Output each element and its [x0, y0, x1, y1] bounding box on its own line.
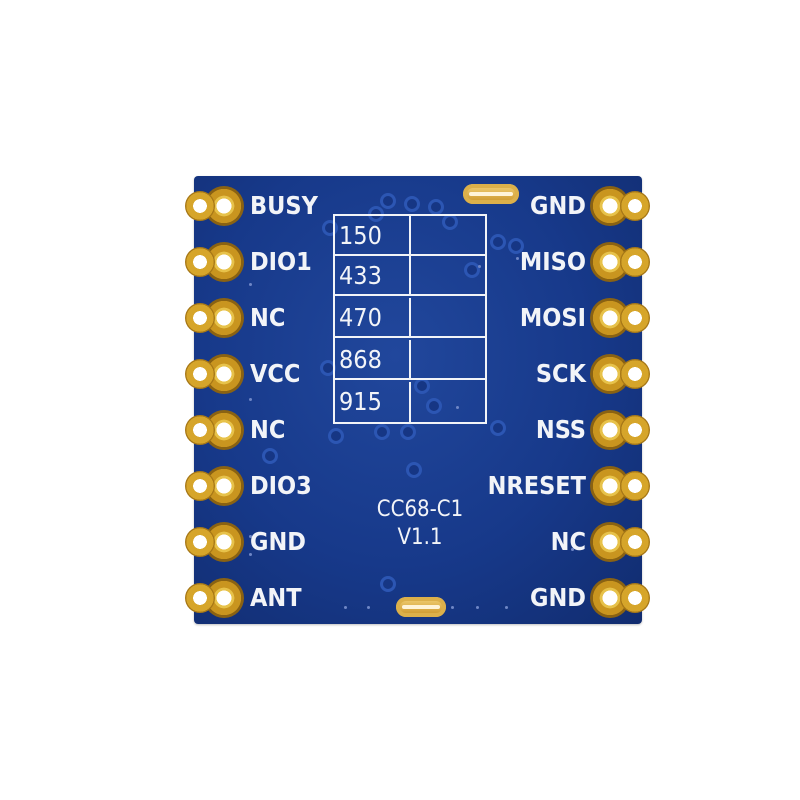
bottom-slot-pad: [396, 597, 446, 617]
frequency-row: 470: [335, 298, 485, 338]
pcb-board: [194, 176, 642, 624]
pin-label-right-8: GND: [530, 583, 586, 612]
frequency-value: 915: [339, 387, 382, 416]
pin-label-left-6: DIO3: [250, 471, 312, 500]
top-slot-pad: [463, 184, 519, 204]
pin-label-left-4: VCC: [250, 359, 301, 388]
pin-label-right-3: MOSI: [519, 303, 586, 332]
frequency-table: 150 433 470 868 915: [333, 214, 487, 424]
frequency-value: 150: [339, 221, 382, 250]
frequency-row: 915: [335, 382, 485, 422]
model-name: CC68-C1: [376, 497, 464, 522]
pin-label-right-4: SCK: [535, 359, 586, 388]
pin-label-right-1: GND: [530, 191, 586, 220]
pin-label-left-2: DIO1: [250, 247, 312, 276]
pin-label-left-1: BUSY: [250, 191, 318, 220]
pin-label-left-3: NC: [250, 303, 286, 332]
pin-label-left-5: NC: [250, 415, 286, 444]
model-version: V1.1: [397, 525, 443, 550]
frequency-value: 470: [339, 303, 382, 332]
frequency-row: 433: [335, 256, 485, 296]
pin-label-right-2: MISO: [519, 247, 586, 276]
frequency-row: 868: [335, 340, 485, 380]
pin-label-right-5: NSS: [535, 415, 586, 444]
pin-label-right-7: NC: [550, 527, 586, 556]
frequency-value: 868: [339, 345, 382, 374]
pin-label-left-7: GND: [250, 527, 306, 556]
pin-label-right-6: NRESET: [487, 471, 586, 500]
frequency-value: 433: [339, 261, 382, 290]
pin-label-left-8: ANT: [250, 583, 302, 612]
frequency-row: 150: [335, 216, 485, 256]
